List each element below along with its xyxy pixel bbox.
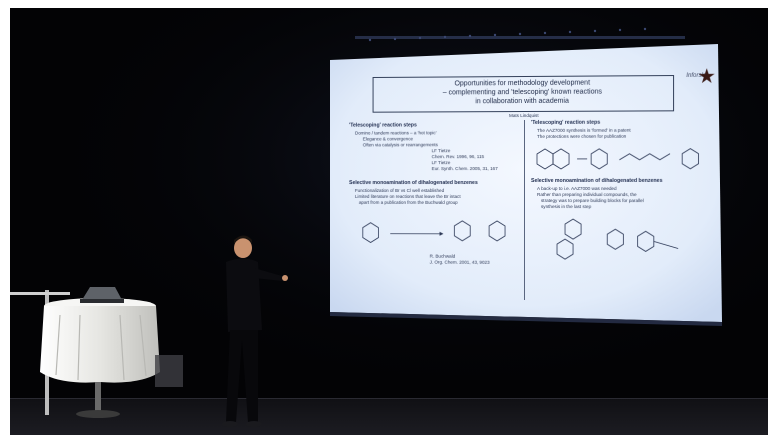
left-ref-5: R. Buchwald xyxy=(429,253,456,259)
right-bullet-6: synthesis in the last step xyxy=(540,204,592,210)
right-bullet-2: The protections were chosen for publicat… xyxy=(536,133,627,139)
left-bullet-6: apart from a publication from the Buchwa… xyxy=(358,199,458,205)
left-bullet-1: Domino / tandem reactions – a 'hot topic… xyxy=(354,130,437,136)
star-logo-icon: ★ xyxy=(697,65,716,88)
left-bullet-2: Elegance & convergence xyxy=(362,136,413,142)
right-bullet-5: strategy was to prepare building blocks … xyxy=(540,198,644,204)
left-ref-3: LF Tietze xyxy=(431,160,451,166)
left-ref-2: Chem. Rev. 1996, 96, 115 xyxy=(431,154,485,160)
left-ref-4: Eur. Synth. Chem. 2005, 31, 167 xyxy=(431,166,498,172)
stage-lights xyxy=(355,27,685,42)
left-section2-heading: Selective monoamination of dihalogenated… xyxy=(349,180,478,187)
presenter xyxy=(222,235,288,427)
slide-title-box: Opportunities for methodology developmen… xyxy=(372,75,675,113)
left-ref-1: LF Tietze xyxy=(431,148,451,154)
left-reaction-scheme xyxy=(351,208,519,258)
right-molecule-structures-bottom xyxy=(537,214,709,285)
left-bullet-4: Functionalization of Br vs Cl well estab… xyxy=(354,188,445,193)
right-bullet-4: Rather than preparing individual compoun… xyxy=(536,192,637,198)
right-bullet-1: The AAZ7000 synthesis is 'formed' in a p… xyxy=(536,127,631,133)
slide-title-line-3: in collaboration with academia xyxy=(475,97,569,106)
left-bullet-3: Often via catalysis or rearrangements xyxy=(362,142,438,148)
projection-screen xyxy=(330,44,722,322)
left-bullet-5: Limited literature on reactions that lea… xyxy=(354,193,461,199)
side-podium xyxy=(155,355,183,387)
stage-floor xyxy=(10,398,768,435)
right-section1-heading: 'Telescoping' reaction steps xyxy=(530,119,601,126)
right-bullet-3: A back-up to i.e. AAZ7000 was needed xyxy=(536,185,617,192)
presentation-slide: Opportunities for methodology developmen… xyxy=(333,57,721,322)
presenter-name: Mats Lindquist xyxy=(509,112,539,119)
column-divider xyxy=(524,120,525,300)
left-ref-6: J. Org. Chem. 2001, 43, 9023 xyxy=(429,259,490,265)
right-molecule-structures-top xyxy=(536,139,716,178)
slide-title-line-1: Opportunities for methodology developmen… xyxy=(454,79,591,88)
slide-title-line-2: – complementing and 'telescoping' known … xyxy=(442,88,602,97)
left-section1-heading: 'Telescoping' reaction steps xyxy=(349,122,417,129)
table-with-tablecloth xyxy=(10,287,160,418)
right-section2-heading: Selective monoamination of dihalogenated… xyxy=(530,177,663,184)
